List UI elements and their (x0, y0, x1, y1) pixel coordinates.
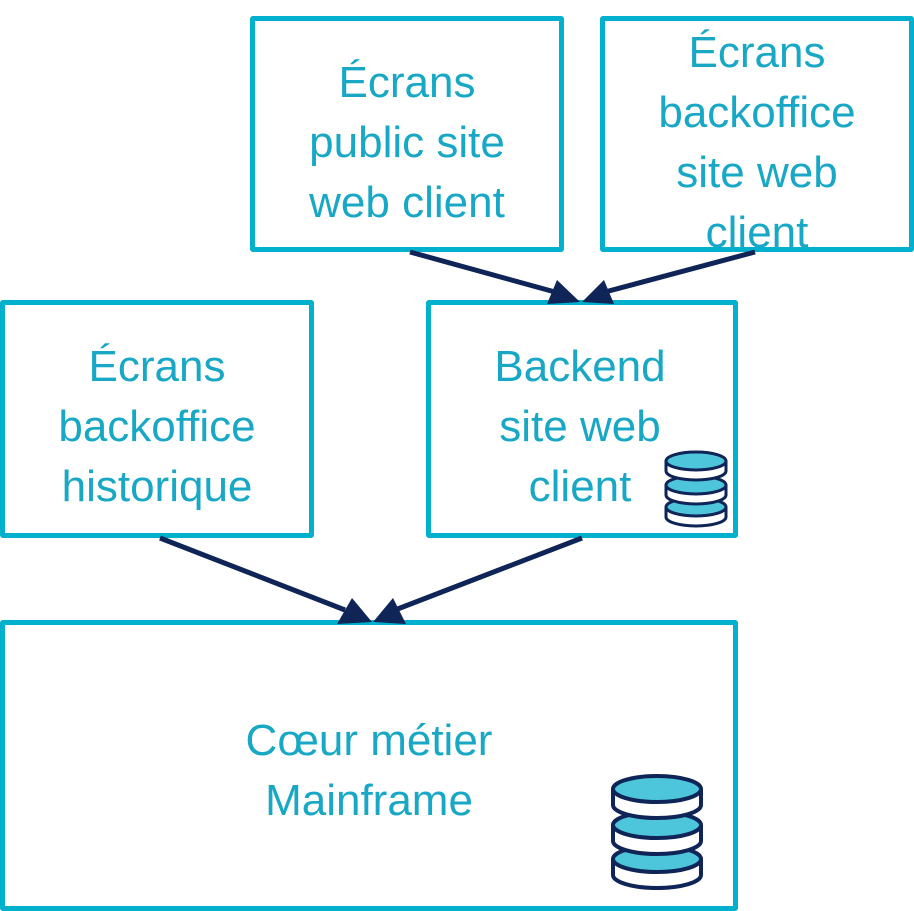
label-line: Écrans (688, 28, 826, 77)
label-line: site web (676, 148, 838, 197)
label-line: Backend (494, 342, 666, 391)
database-icon (611, 774, 703, 890)
node-backoffice-screens: Écrans backoffice site web client (600, 16, 914, 257)
label-line: backoffice (658, 88, 856, 137)
label-line: web client (309, 178, 505, 227)
label-line: historique (61, 462, 253, 511)
label-line: client (528, 462, 632, 511)
node-core-mainframe-label: Cœur métier Mainframe (5, 711, 733, 831)
node-historical-backoffice-label: Écrans backoffice historique (5, 337, 309, 517)
database-icon (664, 450, 728, 528)
node-public-screens-label: Écrans public site web client (255, 53, 559, 233)
label-line: public site (309, 118, 505, 167)
arrowhead (582, 280, 614, 304)
label-line: Mainframe (265, 776, 473, 825)
arrow-public-to-backend (409, 249, 556, 295)
arrow-backend-to-core (394, 535, 583, 613)
label-line: Cœur métier (245, 716, 493, 765)
node-core-mainframe: Cœur métier Mainframe (0, 620, 738, 911)
node-historical-backoffice: Écrans backoffice historique (0, 300, 314, 538)
node-backoffice-screens-label: Écrans backoffice site web client (605, 23, 909, 263)
label-line: Écrans (338, 58, 476, 107)
node-backend: Backend site web client (426, 300, 738, 538)
arrow-backoffice-to-backend (604, 249, 756, 295)
arrowhead (547, 280, 580, 304)
label-line: Écrans (88, 342, 226, 391)
arrowhead (337, 598, 372, 624)
label-line: site web (499, 402, 661, 451)
label-line: backoffice (58, 402, 256, 451)
node-backend-label: Backend site web client (431, 337, 729, 517)
arrow-historical-to-core (159, 535, 346, 613)
label-line: client (705, 208, 809, 257)
node-public-screens: Écrans public site web client (250, 16, 564, 252)
arrowhead (373, 598, 406, 624)
